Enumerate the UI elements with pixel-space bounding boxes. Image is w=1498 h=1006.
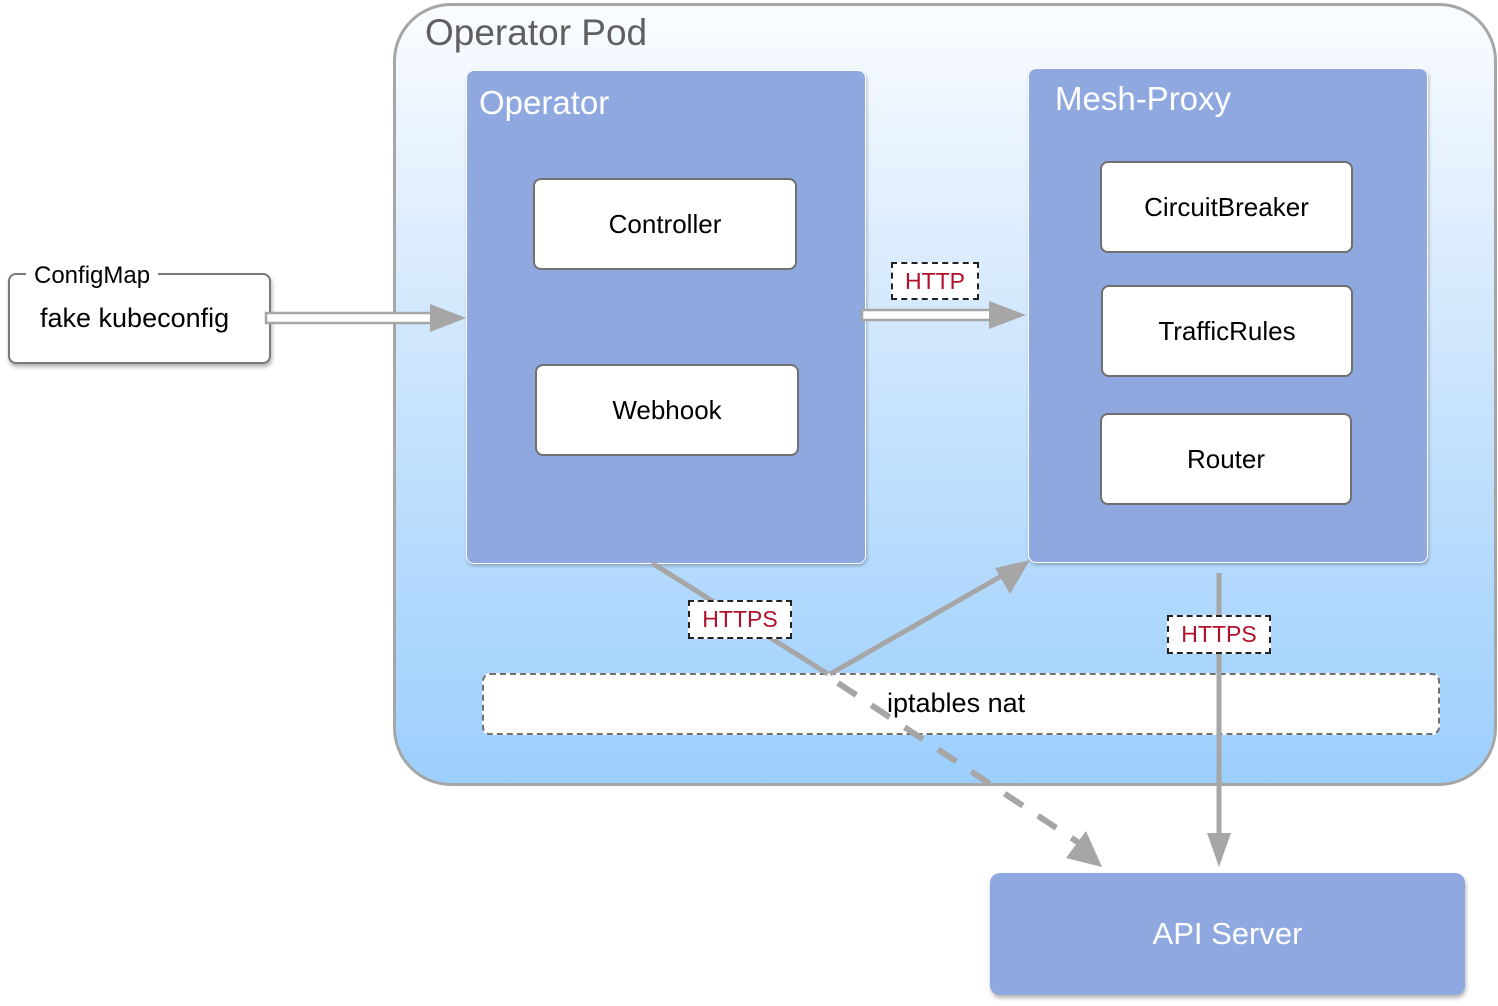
- controller-component: Controller: [533, 178, 797, 270]
- iptables-to-proxy-arrow: [828, 560, 1030, 677]
- operator-container: [466, 70, 866, 564]
- trafficrules-component: TrafficRules: [1101, 285, 1353, 377]
- router-component: Router: [1100, 413, 1352, 505]
- webhook-component: Webhook: [535, 364, 799, 456]
- https-label-proxy: HTTPS: [1167, 615, 1271, 654]
- https-label-operator: HTTPS: [688, 600, 792, 639]
- operator-pod-title: Operator Pod: [425, 12, 648, 53]
- operator-to-proxy-arrow: [860, 301, 1026, 329]
- iptables-nat-box: [482, 673, 1440, 735]
- api-server: API Server: [990, 873, 1465, 995]
- configmap-to-operator-arrow: [264, 304, 466, 332]
- configmap-label: ConfigMap: [26, 262, 159, 290]
- operator-title: Operator: [479, 84, 610, 121]
- operator-to-api-dashed-arrow: [836, 680, 1102, 867]
- circuitbreaker-component: CircuitBreaker: [1100, 161, 1353, 253]
- mesh-proxy-title: Mesh-Proxy: [1055, 80, 1232, 117]
- iptables-nat-label: iptables nat: [887, 688, 1026, 718]
- configmap-value: fake kubeconfig: [40, 303, 230, 333]
- http-label: HTTP: [891, 262, 979, 300]
